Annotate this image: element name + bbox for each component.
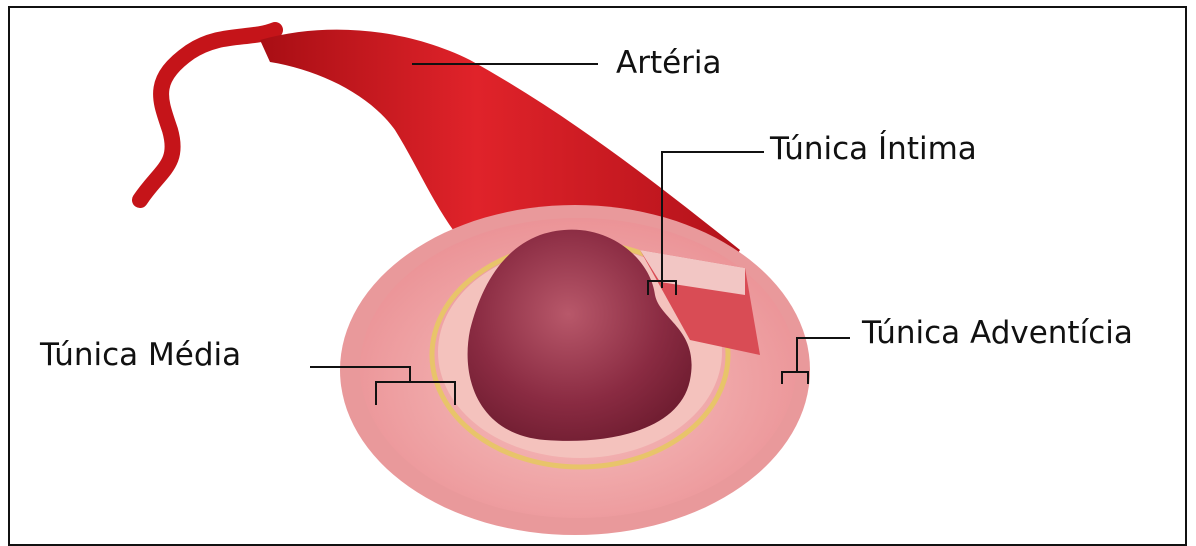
label-arteria: Artéria [616,48,722,79]
label-tunica-media: Túnica Média [40,340,241,371]
label-tunica-adventicia: Túnica Adventícia [862,318,1133,349]
artery-tail [140,30,275,200]
label-tunica-intima: Túnica Íntima [770,134,977,165]
